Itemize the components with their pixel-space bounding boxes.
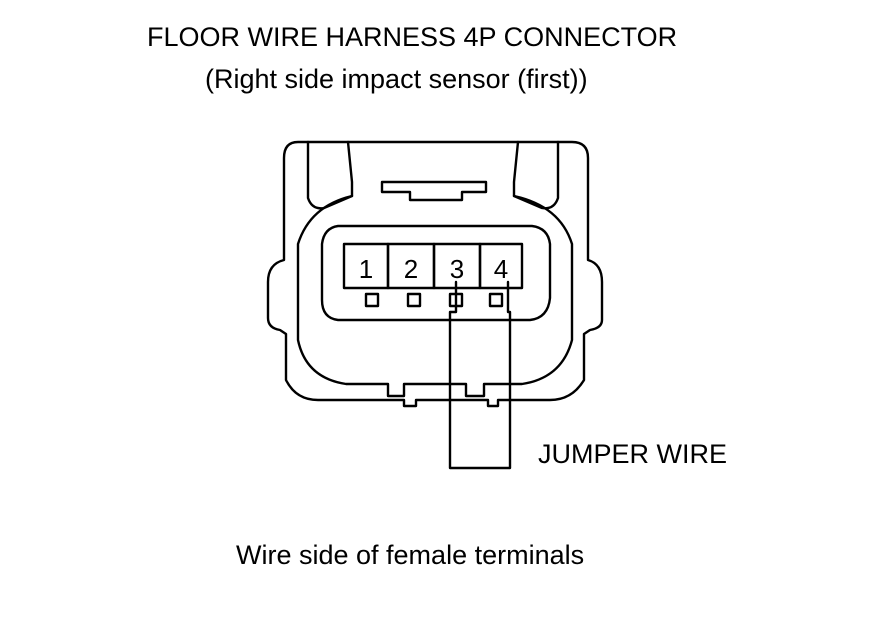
pin-cell-4 [478, 242, 524, 290]
pin-number-4: 4 [494, 254, 508, 284]
diagram-subtitle: (Right side impact sensor (first)) [205, 64, 588, 94]
pin-number-1: 1 [359, 254, 373, 284]
terminal-hole-4 [488, 292, 504, 308]
jumper-wire-label: JUMPER WIRE [538, 439, 727, 469]
diagram-title: FLOOR WIRE HARNESS 4P CONNECTOR [147, 22, 678, 52]
terminal-hole-2 [406, 292, 422, 308]
diagram-caption: Wire side of female terminals [236, 540, 585, 570]
housing-top-inner-right [512, 140, 560, 210]
housing-inner-cavity [296, 194, 574, 398]
terminal-block [320, 224, 552, 322]
terminal-hole-1 [364, 292, 380, 308]
housing-latch [380, 180, 488, 202]
pin-number-3: 3 [450, 254, 464, 284]
jumper-wire [448, 280, 512, 470]
pin-number-2: 2 [404, 254, 418, 284]
housing-top-inner [306, 140, 354, 210]
connector-housing-outline [266, 140, 604, 408]
